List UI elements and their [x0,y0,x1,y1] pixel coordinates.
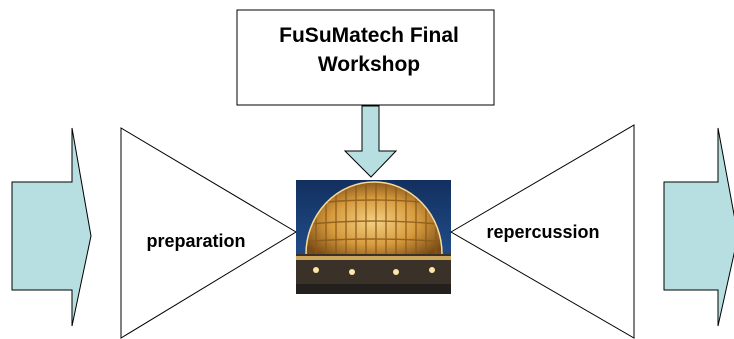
title-line-1: FuSuMatech Final [279,24,459,47]
repercussion-funnel [450,124,635,339]
preparation-funnel [120,127,297,339]
right-arrow [663,127,734,327]
title-box [236,9,495,106]
globe-dome-image [296,180,451,294]
repercussion-label: repercussion [486,222,599,242]
preparation-label: preparation [146,231,245,251]
down-arrow [343,105,398,178]
left-arrow [11,127,92,327]
title-line-2: Workshop [318,53,420,76]
